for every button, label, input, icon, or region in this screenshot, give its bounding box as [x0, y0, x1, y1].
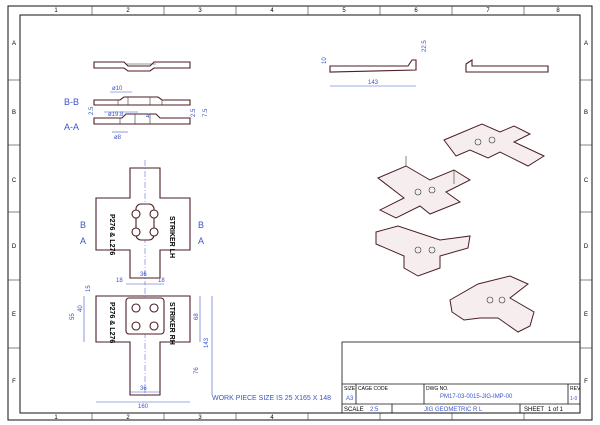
col-label-1-bottom: 1	[54, 415, 58, 421]
section-aa-label: A-A	[64, 122, 79, 132]
isometric-view-1	[443, 123, 546, 167]
dim-76: 76	[194, 367, 200, 374]
section-marker-b-right: B	[198, 220, 204, 230]
row-label-b-right: B	[584, 110, 588, 116]
row-label-e: E	[12, 312, 16, 318]
dim-15: 15	[86, 285, 92, 292]
row-label-d: D	[12, 244, 17, 250]
col-label-6: 6	[414, 8, 418, 14]
row-label-d-right: D	[584, 244, 589, 250]
section-bb-view: B-B ø10	[64, 86, 191, 107]
plan-view-rh: STRIKER RH P276 & L276 18 36 18 15 40 55…	[70, 272, 213, 410]
row-label-f: F	[12, 379, 16, 385]
section-marker-a-right: A	[198, 236, 204, 246]
tb-scale-label: SCALE	[344, 407, 364, 413]
dim-36-top: 36	[140, 272, 147, 278]
tb-size-value: A3	[346, 396, 354, 402]
row-label-a: A	[12, 41, 16, 47]
dim-2-5-right: 2.5	[191, 108, 197, 117]
tb-rev-value: 1-0	[570, 396, 577, 402]
row-label-e-right: E	[584, 312, 588, 318]
col-label-5: 5	[342, 8, 346, 14]
col-label-8: 8	[556, 8, 560, 14]
dim-d19-8: ø19.8	[108, 112, 124, 118]
col-label-3: 3	[198, 8, 202, 14]
tb-title-value: JIG GEOMETRIC R L	[424, 407, 483, 413]
row-labels: A B C D E F A B C D E F	[8, 41, 592, 385]
isometric-view-3	[375, 225, 471, 277]
dim-18-left: 18	[116, 278, 123, 284]
dim-4: 4	[146, 114, 150, 120]
tb-scale-value: 2:5	[370, 407, 379, 413]
row-label-f-right: F	[584, 379, 588, 385]
section-aa-view: A-A ø19.8 4 ø8 2.5 2.5 7.5	[64, 106, 209, 141]
dim-36-bottom: 36	[140, 386, 147, 392]
tb-sheet-label: SHEET	[524, 407, 544, 413]
col-label-3-bottom: 3	[198, 415, 202, 421]
outer-frame	[7, 5, 593, 421]
dim-7-5: 7.5	[203, 108, 209, 117]
plate-label-p276-b: P276 & L276	[108, 302, 115, 343]
plate-label-striker-lh: STRIKER LH	[168, 216, 175, 258]
plan-view-lh: STRIKER LH P276 & L276 B A B A	[80, 160, 204, 285]
dim-2-5-left: 2.5	[89, 106, 95, 115]
column-labels: 1 2 3 4 5 6 7 8 1 2 3 4	[54, 6, 560, 421]
col-label-2-bottom: 2	[126, 415, 130, 421]
row-label-c: C	[12, 178, 17, 184]
dim-40: 40	[78, 305, 84, 312]
row-label-c-right: C	[584, 178, 589, 184]
tb-sheet-value: 1 of 1	[548, 407, 564, 413]
isometric-view-2	[377, 156, 472, 219]
section-bb-label: B-B	[64, 97, 79, 107]
dim-22-5-top: 22.5	[422, 40, 428, 52]
plate-label-striker-rh: STRIKER RH	[168, 302, 175, 345]
isometric-view-4	[449, 275, 535, 333]
side-view-right-a: 143 10 22.5	[322, 40, 428, 87]
tb-dwg-label: DWG NO.	[426, 386, 449, 392]
tb-dwg-value: PM17-03-0015-JIG-IMP-00	[440, 394, 513, 400]
dim-143-right: 143	[204, 337, 210, 348]
dim-143-top: 143	[368, 80, 379, 86]
side-view-top	[93, 61, 191, 72]
section-marker-b-left: B	[80, 220, 86, 230]
side-view-right-b	[465, 58, 549, 73]
dim-18-right: 18	[158, 278, 165, 284]
work-piece-note: WORK PIECE SIZE IS 25 X165 X 148	[212, 395, 331, 402]
tb-rev-label: REV	[570, 386, 581, 392]
row-label-a-right: A	[584, 41, 588, 47]
dim-68: 68	[194, 313, 200, 320]
dim-160: 160	[138, 404, 149, 410]
section-marker-a-left: A	[80, 236, 86, 246]
dim-10-top: 10	[322, 57, 328, 64]
row-label-b: B	[12, 110, 16, 116]
col-label-1: 1	[54, 8, 58, 14]
dim-d10: ø10	[112, 86, 123, 92]
col-label-4: 4	[270, 8, 274, 14]
title-block: SIZE A3 CAGE CODE DWG NO. PM17-03-0015-J…	[341, 341, 581, 414]
dim-d8: ø8	[114, 135, 122, 141]
col-label-2: 2	[126, 8, 130, 14]
col-label-7: 7	[486, 8, 490, 14]
tb-size-label: SIZE	[344, 386, 356, 392]
plate-label-p276: P276 & L276	[108, 214, 115, 255]
tb-cage-label: CAGE CODE	[358, 386, 389, 392]
inner-frame	[19, 14, 581, 414]
col-label-4-bottom: 4	[270, 415, 274, 421]
dim-55: 55	[70, 313, 76, 320]
